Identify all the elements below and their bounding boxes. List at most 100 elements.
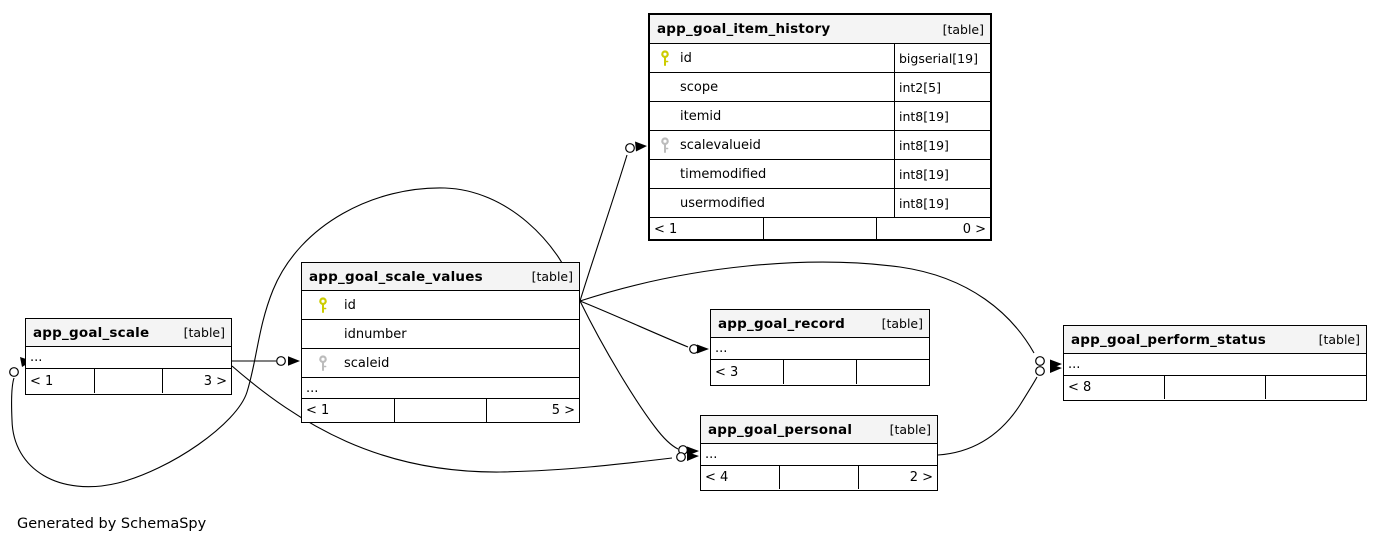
footer-center <box>1164 376 1266 399</box>
footer-right: 0 > <box>962 222 987 237</box>
table-header: app_goal_personal [table] <box>701 416 937 444</box>
fk-endpoint-circle <box>9 367 19 377</box>
table-type-badge: [table] <box>531 269 573 284</box>
table-title[interactable]: app_goal_scale_values <box>309 268 483 285</box>
foreign-key-icon <box>302 354 344 372</box>
primary-key-icon <box>302 296 344 314</box>
table-title[interactable]: app_goal_item_history <box>657 21 831 37</box>
column-row: id <box>302 291 579 320</box>
relationship-path <box>11 187 581 488</box>
table-title[interactable]: app_goal_personal <box>708 421 853 438</box>
fk-endpoint-circle <box>625 143 635 153</box>
fk-arrow <box>288 356 300 366</box>
column-name: timemodified <box>680 166 767 182</box>
table-node-app-goal-scale[interactable]: app_goal_scale [table] ... < 1 3 > <box>25 318 232 395</box>
hidden-columns-ellipsis[interactable]: ... <box>711 338 929 360</box>
pagination-footer: < 1 3 > <box>26 369 231 393</box>
fk-endpoint-circle <box>1035 366 1045 376</box>
table-title[interactable]: app_goal_perform_status <box>1071 331 1267 348</box>
table-header: app_goal_scale_values [table] <box>302 263 579 291</box>
hidden-columns-ellipsis[interactable]: ... <box>1064 354 1366 376</box>
column-row: idnumber <box>302 320 579 349</box>
column-row: scaleid <box>302 349 579 378</box>
fk-endpoint-circle <box>276 356 286 366</box>
primary-key-icon <box>650 49 680 67</box>
fk-arrow <box>635 141 647 152</box>
footer-left: < 4 <box>705 470 729 485</box>
hidden-columns-ellipsis[interactable]: ... <box>26 347 231 369</box>
table-type-badge: [table] <box>942 21 984 37</box>
table-node-app-goal-item-history[interactable]: app_goal_item_history [table] id bigseri… <box>648 13 992 241</box>
table-header: app_goal_record [table] <box>711 310 929 338</box>
footer-right: 5 > <box>551 403 576 418</box>
footer-right <box>857 360 929 384</box>
column-name: itemid <box>680 108 722 124</box>
table-node-app-goal-scale-values[interactable]: app_goal_scale_values [table] id <box>301 262 580 423</box>
footer-right <box>1266 376 1366 399</box>
table-title[interactable]: app_goal_scale <box>33 324 150 341</box>
hidden-columns-ellipsis[interactable]: ... <box>302 378 579 399</box>
fk-arrow <box>1050 364 1062 373</box>
table-type-badge: [table] <box>889 422 931 437</box>
pagination-footer: < 3 <box>711 360 929 384</box>
table-title[interactable]: app_goal_record <box>718 315 846 332</box>
column-name: scaleid <box>344 355 390 371</box>
footer-left: < 1 <box>654 222 678 237</box>
table-header: app_goal_scale [table] <box>26 319 231 347</box>
table-node-app-goal-perform-status[interactable]: app_goal_perform_status [table] ... < 8 <box>1063 325 1367 401</box>
column-type: bigserial[19] <box>894 44 990 72</box>
relationship-path <box>231 365 673 473</box>
relationship-path <box>579 261 1035 354</box>
column-name: id <box>680 50 692 66</box>
footer-center <box>762 218 878 241</box>
column-name: scalevalueid <box>680 137 761 153</box>
generator-credit: Generated by SchemaSpy <box>17 516 207 532</box>
column-type: int8[19] <box>894 102 990 130</box>
footer-center <box>779 466 859 489</box>
column-type: int8[19] <box>894 189 990 217</box>
pagination-footer: < 1 0 > <box>650 218 990 241</box>
fk-endpoint-circle <box>676 452 686 462</box>
column-type: int8[19] <box>894 131 990 159</box>
column-row: scalevalueid int8[19] <box>650 131 990 160</box>
column-row: scope int2[5] <box>650 73 990 102</box>
column-row: id bigserial[19] <box>650 44 990 73</box>
table-type-badge: [table] <box>183 325 225 340</box>
fk-endpoint-circle <box>1035 356 1045 366</box>
relationship-path <box>937 376 1038 456</box>
footer-center <box>93 369 164 393</box>
footer-left: < 1 <box>306 403 330 418</box>
table-type-badge: [table] <box>881 316 923 331</box>
table-header: app_goal_perform_status [table] <box>1064 326 1366 354</box>
table-type-badge: [table] <box>1318 332 1360 347</box>
pagination-footer: < 1 5 > <box>302 399 579 422</box>
column-name: scope <box>680 79 719 95</box>
relationship-path <box>579 154 628 302</box>
footer-left: < 3 <box>715 364 739 380</box>
footer-center <box>783 360 857 384</box>
column-row: usermodified int8[19] <box>650 189 990 218</box>
column-name: usermodified <box>680 195 766 211</box>
column-name: id <box>344 297 356 313</box>
column-row: timemodified int8[19] <box>650 160 990 189</box>
footer-left: < 1 <box>30 373 54 389</box>
table-header: app_goal_item_history [table] <box>650 15 990 44</box>
footer-left: < 8 <box>1068 380 1092 395</box>
fk-arrow <box>697 344 709 354</box>
relationship-path <box>579 300 679 450</box>
pagination-footer: < 8 <box>1064 376 1366 399</box>
foreign-key-icon <box>650 136 680 154</box>
table-node-app-goal-record[interactable]: app_goal_record [table] ... < 3 <box>710 309 930 386</box>
column-name: idnumber <box>344 326 407 342</box>
footer-right: 3 > <box>203 373 228 389</box>
column-type: int8[19] <box>894 160 990 188</box>
fk-arrow <box>687 452 699 461</box>
column-type: int2[5] <box>894 73 990 101</box>
footer-center <box>393 399 488 422</box>
table-node-app-goal-personal[interactable]: app_goal_personal [table] ... < 4 2 > <box>700 415 938 491</box>
hidden-columns-ellipsis[interactable]: ... <box>701 444 937 466</box>
relationship-path <box>579 300 689 348</box>
column-row: itemid int8[19] <box>650 102 990 131</box>
